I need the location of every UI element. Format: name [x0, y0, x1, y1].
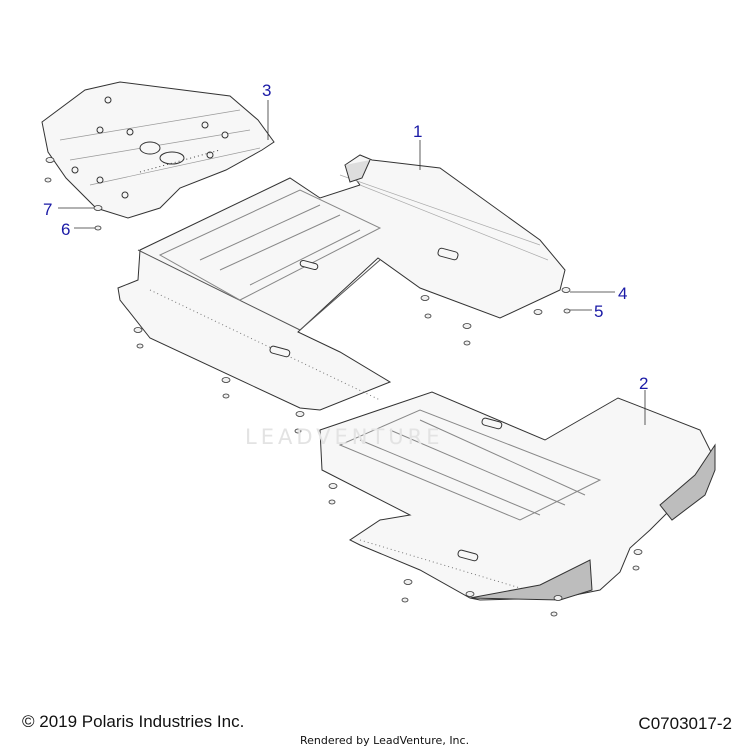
fasteners	[44, 157, 643, 617]
callout-7: 7	[43, 200, 53, 219]
callout-4: 4	[618, 284, 628, 303]
copyright-text: © 2019 Polaris Industries Inc.	[22, 712, 245, 731]
callout-3: 3	[262, 81, 272, 100]
leader-lines	[58, 100, 646, 425]
skid-plate-part-2	[319, 391, 716, 601]
drawing-code: C0703017-2	[638, 714, 732, 733]
callout-2: 2	[639, 374, 649, 393]
rendered-by-text: Rendered by LeadVenture, Inc.	[300, 734, 470, 747]
callout-1: 1	[413, 122, 423, 141]
callout-5: 5	[594, 302, 604, 321]
skid-plate-part-1	[117, 154, 566, 411]
watermark: LEADVENTURE	[245, 425, 444, 449]
skid-plate-part-3	[41, 81, 275, 219]
callout-6: 6	[61, 220, 71, 239]
